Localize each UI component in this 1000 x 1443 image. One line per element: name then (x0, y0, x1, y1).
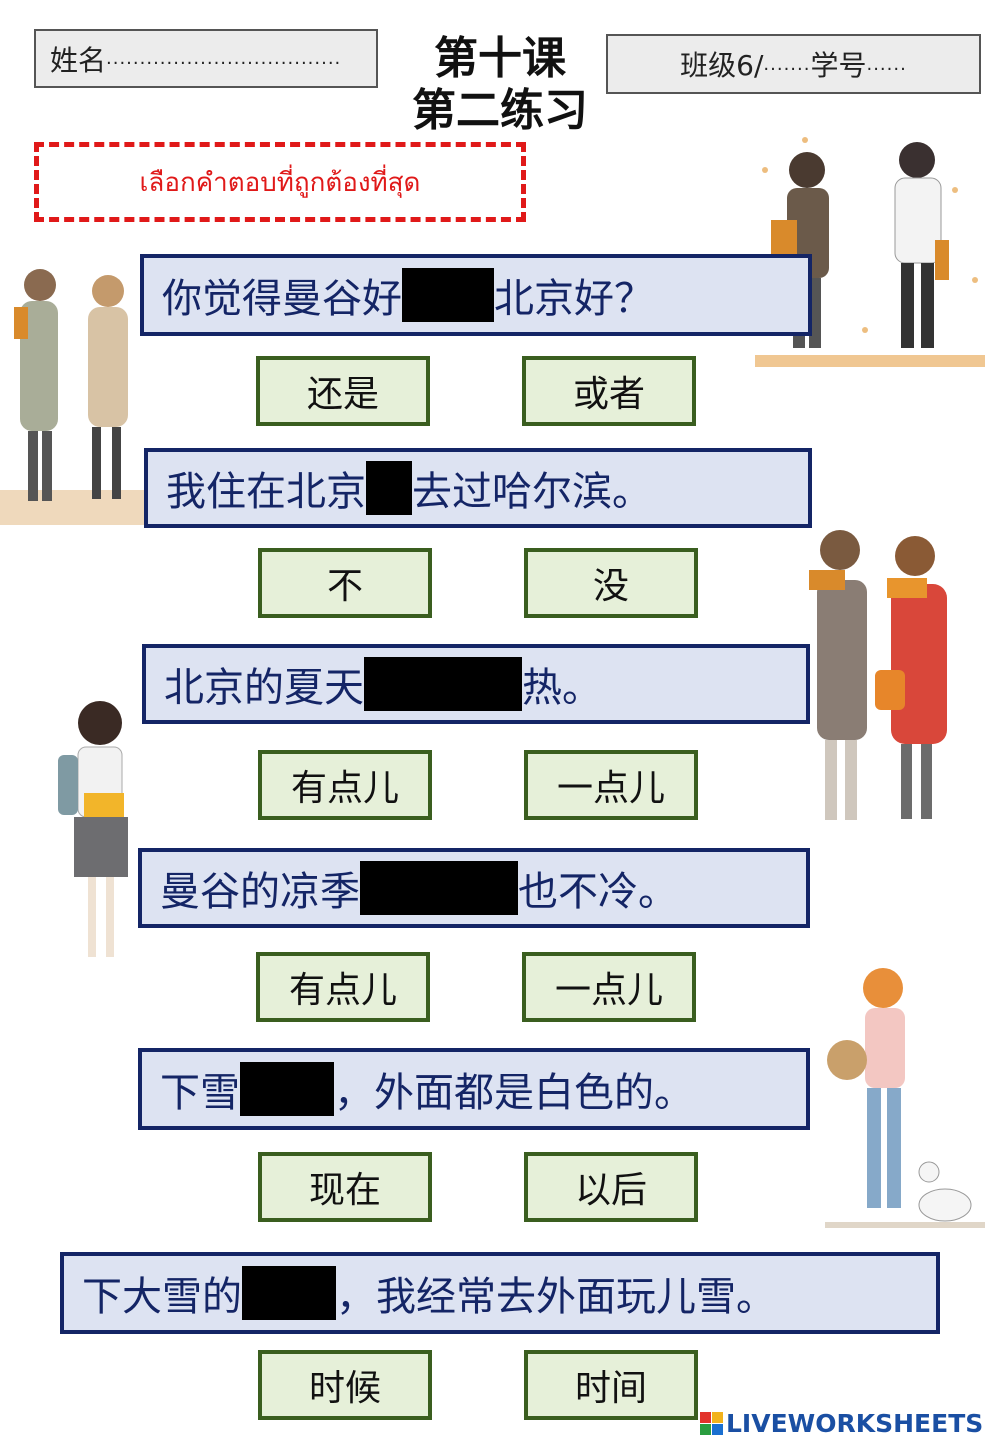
question-5: 下雪 ，外面都是白色的。 (138, 1048, 810, 1130)
question-4-before: 曼谷的凉季 (160, 869, 360, 915)
question-3-option-2[interactable]: 一点儿 (524, 750, 698, 820)
question-6-after: ，我经常去外面玩儿雪。 (336, 1274, 776, 1320)
question-4: 曼谷的凉季 也不冷。 (138, 848, 810, 928)
question-5-before: 下雪 (160, 1070, 240, 1116)
question-2-after: 去过哈尔滨。 (412, 469, 652, 515)
exercise-title: 第二练习 (412, 85, 588, 136)
question-3-option-1[interactable]: 有点儿 (258, 750, 432, 820)
class-dots: ....... (763, 53, 811, 75)
question-6-before: 下大雪的 (82, 1274, 242, 1320)
couple-illustration-left (0, 269, 150, 525)
name-field[interactable]: 姓名 ................................... (34, 29, 378, 88)
question-6-blank[interactable] (242, 1266, 336, 1320)
girl-illustration-left (58, 701, 128, 957)
question-3-before: 北京的夏天 (164, 665, 364, 711)
question-2: 我住在北京 去过哈尔滨。 (144, 448, 812, 528)
question-6: 下大雪的 ，我经常去外面玩儿雪。 (60, 1252, 940, 1334)
number-dots: ...... (866, 53, 907, 75)
liveworksheets-logo-icon (700, 1411, 723, 1435)
instruction-text: เลือกคำตอบที่ถูกต้องที่สุด (139, 167, 421, 198)
question-2-option-2[interactable]: 没 (524, 548, 698, 618)
question-1-blank[interactable] (402, 268, 494, 322)
question-1-option-1[interactable]: 还是 (256, 356, 430, 426)
couple-illustration-top-right (752, 137, 985, 367)
question-2-before: 我住在北京 (166, 469, 366, 515)
question-4-option-1[interactable]: 有点儿 (256, 952, 430, 1022)
question-1-option-2[interactable]: 或者 (522, 356, 696, 426)
couple-illustration-middle-right (809, 530, 947, 820)
question-2-option-1[interactable]: 不 (258, 548, 432, 618)
question-3: 北京的夏天 热。 (142, 644, 810, 724)
question-5-blank[interactable] (240, 1062, 334, 1116)
question-5-option-1[interactable]: 现在 (258, 1152, 432, 1222)
class-number-field[interactable]: 班级6/ ....... 学号 ...... (606, 34, 981, 94)
question-3-blank[interactable] (364, 657, 522, 711)
question-4-blank[interactable] (360, 861, 518, 915)
lesson-title: 第十课 (434, 33, 566, 84)
question-1: 你觉得曼谷好 北京好？ (140, 254, 812, 336)
question-6-option-1[interactable]: 时候 (258, 1350, 432, 1420)
question-3-after: 热。 (522, 665, 602, 711)
question-6-option-2[interactable]: 时间 (524, 1350, 698, 1420)
number-label: 学号 (810, 49, 867, 82)
name-label: 姓名 (50, 43, 107, 77)
question-1-before: 你觉得曼谷好 (162, 276, 402, 322)
girl-duck-illustration (825, 968, 985, 1228)
question-5-after: ，外面都是白色的。 (334, 1070, 694, 1116)
name-dots: ................................... (106, 48, 342, 69)
question-4-after: 也不冷。 (518, 869, 678, 915)
question-5-option-2[interactable]: 以后 (524, 1152, 698, 1222)
question-2-blank[interactable] (366, 461, 412, 515)
question-4-option-2[interactable]: 一点儿 (522, 952, 696, 1022)
class-label: 班级6/ (680, 49, 764, 82)
liveworksheets-logo-text: LIVEWORKSHEETS (726, 1408, 984, 1438)
liveworksheets-logo[interactable]: LIVEWORKSHEETS (700, 1408, 983, 1438)
question-1-after: 北京好？ (494, 276, 654, 322)
instruction-box: เลือกคำตอบที่ถูกต้องที่สุด (34, 142, 526, 222)
